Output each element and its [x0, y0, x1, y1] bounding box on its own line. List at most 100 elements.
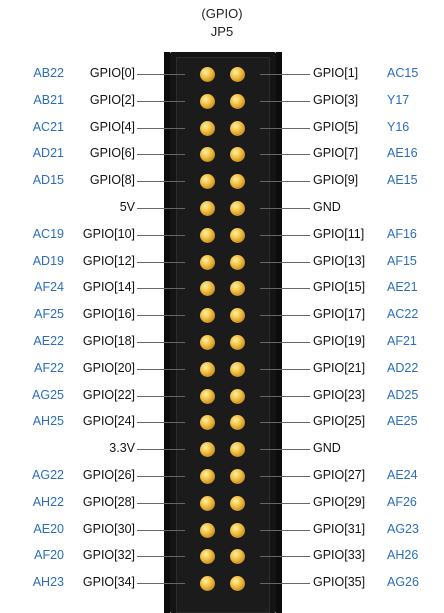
right-fpga-pin: AF26: [387, 495, 417, 509]
left-signal-label: GPIO[22]: [82, 388, 135, 402]
right-signal-label: GPIO[17]: [313, 307, 366, 321]
odd-pin: [200, 147, 215, 162]
left-fpga-pin: AF25: [34, 307, 64, 321]
left-fpga-pin: AC19: [32, 227, 64, 241]
right-signal-label: GPIO[13]: [313, 254, 366, 268]
right-signal-label: GPIO[15]: [313, 280, 366, 294]
left-leader-line: [137, 422, 185, 423]
left-leader-line: [137, 583, 185, 584]
even-pin: [230, 308, 245, 323]
left-leader-line: [137, 476, 185, 477]
right-fpga-pin: Y16: [387, 120, 410, 134]
right-leader-line: [260, 262, 310, 263]
right-signal-label: GPIO[1]: [313, 66, 359, 80]
right-signal-label: GPIO[9]: [313, 173, 359, 187]
even-pin: [230, 496, 245, 511]
even-pin: [230, 469, 245, 484]
right-leader-line: [260, 342, 310, 343]
left-leader-line: [137, 208, 185, 209]
even-pin: [230, 228, 245, 243]
right-leader-line: [260, 288, 310, 289]
even-pin: [230, 94, 245, 109]
left-leader-line: [137, 396, 185, 397]
left-signal-label: GPIO[8]: [89, 173, 135, 187]
left-fpga-pin: AE22: [33, 334, 64, 348]
left-signal-label: GPIO[28]: [82, 495, 135, 509]
even-pin: [230, 442, 245, 457]
even-pin: [230, 67, 245, 82]
left-signal-label: GPIO[12]: [82, 254, 135, 268]
odd-pin: [200, 362, 215, 377]
left-signal-label: GPIO[0]: [89, 66, 135, 80]
even-pin: [230, 147, 245, 162]
right-fpga-pin: AF15: [387, 254, 417, 268]
left-fpga-pin: AF20: [34, 548, 64, 562]
even-pin: [230, 255, 245, 270]
even-pin: [230, 523, 245, 538]
right-fpga-pin: AF21: [387, 334, 417, 348]
even-pin: [230, 389, 245, 404]
right-fpga-pin: AG26: [387, 575, 419, 589]
odd-pin: [200, 228, 215, 243]
even-pin: [230, 174, 245, 189]
right-leader-line: [260, 315, 310, 316]
pin-header-body: [170, 52, 276, 613]
left-leader-line: [137, 154, 185, 155]
odd-pin: [200, 94, 215, 109]
left-fpga-pin: AF24: [34, 280, 64, 294]
right-leader-line: [260, 583, 310, 584]
left-signal-label: GPIO[34]: [82, 575, 135, 589]
right-fpga-pin: AE25: [387, 414, 418, 428]
left-leader-line: [137, 74, 185, 75]
right-signal-label: GPIO[33]: [313, 548, 366, 562]
right-signal-label: GPIO[29]: [313, 495, 366, 509]
right-leader-line: [260, 181, 310, 182]
left-signal-label: GPIO[10]: [82, 227, 135, 241]
left-signal-label: GPIO[6]: [89, 146, 135, 160]
left-signal-label: GPIO[32]: [82, 548, 135, 562]
right-signal-label: GPIO[5]: [313, 120, 359, 134]
odd-pin: [200, 469, 215, 484]
right-leader-line: [260, 503, 310, 504]
left-leader-line: [137, 101, 185, 102]
left-fpga-pin: AB22: [33, 66, 64, 80]
left-fpga-pin: AG25: [32, 388, 64, 402]
right-signal-label: GPIO[25]: [313, 414, 366, 428]
right-leader-line: [260, 128, 310, 129]
right-fpga-pin: AF16: [387, 227, 417, 241]
left-fpga-pin: AD15: [32, 173, 64, 187]
header-subtitle: JP5: [210, 24, 234, 39]
odd-pin: [200, 121, 215, 136]
right-signal-label: GPIO[3]: [313, 93, 359, 107]
odd-pin: [200, 308, 215, 323]
right-leader-line: [260, 369, 310, 370]
right-fpga-pin: Y17: [387, 93, 410, 107]
even-pin: [230, 281, 245, 296]
right-leader-line: [260, 422, 310, 423]
left-fpga-pin: AD21: [32, 146, 64, 160]
left-signal-label: GPIO[24]: [82, 414, 135, 428]
right-fpga-pin: AE21: [387, 280, 418, 294]
right-leader-line: [260, 556, 310, 557]
odd-pin: [200, 201, 215, 216]
odd-pin: [200, 389, 215, 404]
even-pin: [230, 362, 245, 377]
left-fpga-pin: AF22: [34, 361, 64, 375]
left-leader-line: [137, 128, 185, 129]
right-signal-label: GPIO[31]: [313, 522, 366, 536]
left-leader-line: [137, 288, 185, 289]
right-leader-line: [260, 396, 310, 397]
left-leader-line: [137, 262, 185, 263]
right-leader-line: [260, 476, 310, 477]
right-signal-label: GPIO[11]: [313, 227, 365, 241]
right-leader-line: [260, 449, 310, 450]
left-signal-label: 5V: [119, 200, 135, 214]
odd-pin: [200, 67, 215, 82]
odd-pin: [200, 174, 215, 189]
pin-header-inner: [176, 57, 270, 613]
left-signal-label: GPIO[14]: [82, 280, 135, 294]
odd-pin: [200, 442, 215, 457]
even-pin: [230, 121, 245, 136]
right-fpga-pin: AG23: [387, 522, 419, 536]
